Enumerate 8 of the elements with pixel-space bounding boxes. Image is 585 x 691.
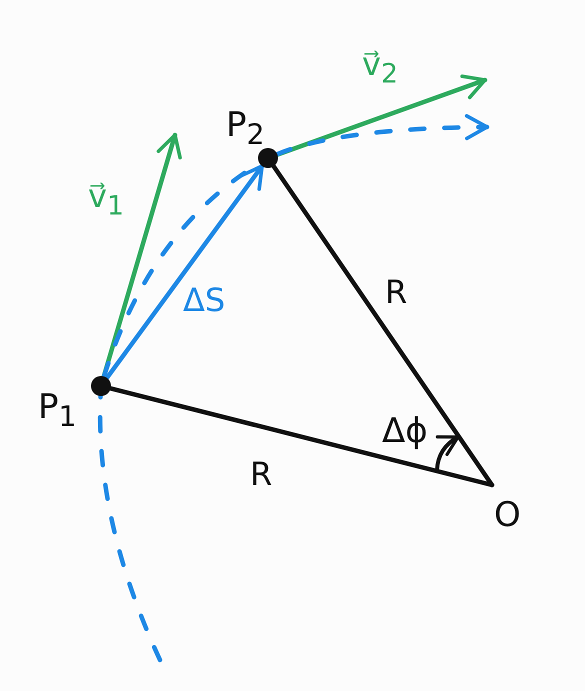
- line: [108, 386, 494, 488]
- point-label: P$_{1}$: [38, 390, 77, 432]
- angle-label: Δϕ: [382, 414, 428, 448]
- point-label: P$_{2}$: [226, 108, 265, 150]
- point-label: O: [494, 498, 521, 532]
- dashed-arrow: [274, 114, 490, 156]
- arrow: [102, 132, 182, 379]
- dashed-line: [98, 394, 162, 662]
